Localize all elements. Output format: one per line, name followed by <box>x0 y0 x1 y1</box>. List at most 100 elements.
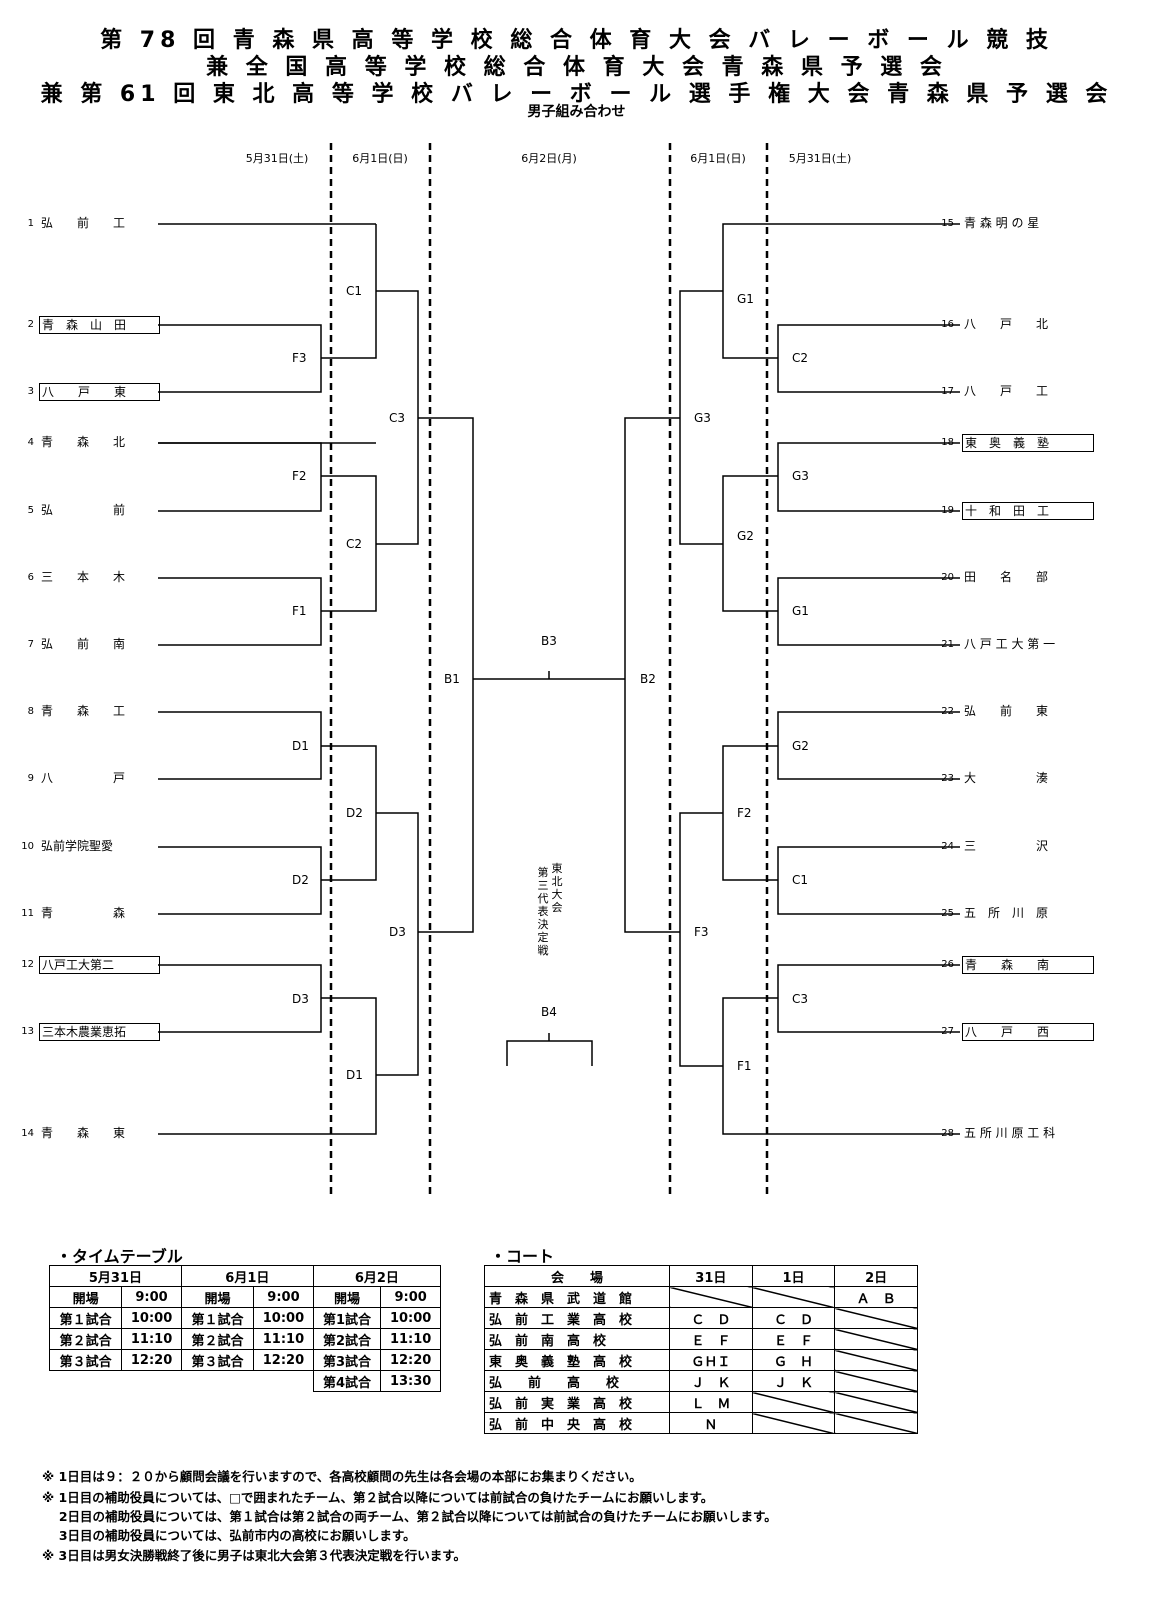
title-line-3: 兼 第 61 回 東 北 高 等 学 校 バ レ ー ボ ー ル 選 手 権 大… <box>40 82 1113 107</box>
match-label: F1 <box>292 604 307 618</box>
timetable-cell <box>122 1371 182 1392</box>
timetable-cell: 第２試合 <box>48 1328 123 1350</box>
team-number: 22 <box>941 706 954 717</box>
team-number: 3 <box>27 386 34 397</box>
note-5: ※ 3日目は男女決勝戦終了後に男子は東北大会第３代表決定戦を行います。 <box>42 1548 466 1563</box>
court-cell: Ｎ <box>669 1412 753 1434</box>
team-number: 14 <box>21 1128 34 1139</box>
court-cell: Ｇ Ｈ <box>751 1349 836 1371</box>
team-number: 18 <box>941 437 954 448</box>
court-header: 2日 <box>834 1265 918 1287</box>
team-number: 4 <box>27 437 34 448</box>
court-cell: 弘 前 実 業 高 校 <box>484 1391 670 1413</box>
match-label: B3 <box>541 634 557 648</box>
team-name: 青 森 工 <box>41 704 126 718</box>
team-name: 八 戸 東 <box>39 383 160 401</box>
timetable-cell: 第2試合 <box>312 1328 382 1350</box>
timetable-cell: 第１試合 <box>180 1307 255 1329</box>
court-cell <box>834 1328 918 1350</box>
team-name: 弘 前 <box>41 503 126 517</box>
team-number: 7 <box>27 639 34 650</box>
team-number: 2 <box>27 319 34 330</box>
court-cell: Ｊ Ｋ <box>669 1370 753 1392</box>
match-label: F2 <box>737 806 752 820</box>
match-label: C1 <box>792 873 809 887</box>
team-name: 三本木農業恵拓 <box>39 1023 160 1041</box>
team-number: 19 <box>941 505 954 516</box>
match-label: F1 <box>737 1059 752 1073</box>
date-right-day1: 5月31日(土) <box>788 152 852 165</box>
team-name: 弘 前 南 <box>41 637 126 651</box>
court-cell: 弘 前 南 高 校 <box>484 1328 670 1350</box>
timetable-cell: 11:10 <box>380 1328 441 1350</box>
team-number: 12 <box>21 959 34 970</box>
team-number: 28 <box>941 1128 954 1139</box>
court-cell <box>751 1412 836 1434</box>
timetable-header: 6月1日 <box>180 1265 314 1287</box>
timetable-cell: 第4試合 <box>312 1370 382 1392</box>
match-label: C1 <box>346 284 363 298</box>
timetable-cell: 10:00 <box>380 1307 441 1329</box>
team-entry-right: 28 五 所 川 原 工 科 <box>940 1125 1095 1143</box>
team-name: 弘前学院聖愛 <box>41 839 114 853</box>
date-right-day2: 6月1日(日) <box>690 152 746 165</box>
court-cell: 青 森 県 武 道 館 <box>484 1286 670 1308</box>
match-label: D3 <box>292 992 309 1006</box>
match-label: B2 <box>640 672 656 686</box>
court-header: 31日 <box>669 1265 753 1287</box>
court-cell: 弘 前 工 業 高 校 <box>484 1307 670 1329</box>
match-label: C2 <box>346 537 363 551</box>
team-name: 青 森 <box>41 906 126 920</box>
team-number: 24 <box>941 841 954 852</box>
note-1: ※ 1日目は９：２０から顧問会議を行いますので、各高校顧問の先生は各会場の本部に… <box>42 1469 642 1484</box>
timetable-cell: 第３試合 <box>180 1349 255 1371</box>
team-number: 9 <box>27 773 34 784</box>
timetable-cell: 9:00 <box>121 1286 182 1308</box>
court-cell: Ｃ Ｄ <box>751 1307 836 1329</box>
timetable-cell: 11:10 <box>253 1328 314 1350</box>
court-cell <box>834 1307 918 1329</box>
court-cell <box>834 1412 918 1434</box>
court-header: 会 場 <box>484 1265 670 1287</box>
title-line-1: 第 78 回 青 森 県 高 等 学 校 総 合 体 育 大 会 バ レ ー ボ… <box>100 28 1053 53</box>
timetable-cell: 10:00 <box>253 1307 314 1329</box>
court-cell: ＧＨＩ <box>669 1349 753 1371</box>
court-cell: 東 奥 義 塾 高 校 <box>484 1349 670 1371</box>
timetable-cell: 第1試合 <box>312 1307 382 1329</box>
timetable-cell: 12:20 <box>253 1349 314 1371</box>
timetable-header: 5月31日 <box>49 1265 182 1287</box>
team-name: 青 森 明 の 星 <box>964 216 1040 230</box>
match-label: F3 <box>292 351 307 365</box>
team-name: 青 森 北 <box>41 435 126 449</box>
third-place-title-1: 東北大会 <box>551 862 563 914</box>
match-label: C3 <box>389 411 406 425</box>
court-heading: ・コート <box>490 1247 555 1266</box>
court-cell: Ｅ Ｆ <box>751 1328 836 1350</box>
timetable-cell: 第3試合 <box>312 1349 382 1371</box>
note-4: 3日目の補助役員については、弘前市内の高校にお願いします。 <box>42 1528 416 1543</box>
timetable-cell: 11:10 <box>121 1328 182 1350</box>
team-name: 三 沢 <box>964 839 1049 853</box>
match-label: F3 <box>694 925 709 939</box>
team-number: 1 <box>27 218 34 229</box>
timetable-cell <box>254 1371 314 1392</box>
court-cell: 弘 前 高 校 <box>484 1370 670 1392</box>
team-name: 五 所 川 原 工 科 <box>964 1126 1056 1140</box>
